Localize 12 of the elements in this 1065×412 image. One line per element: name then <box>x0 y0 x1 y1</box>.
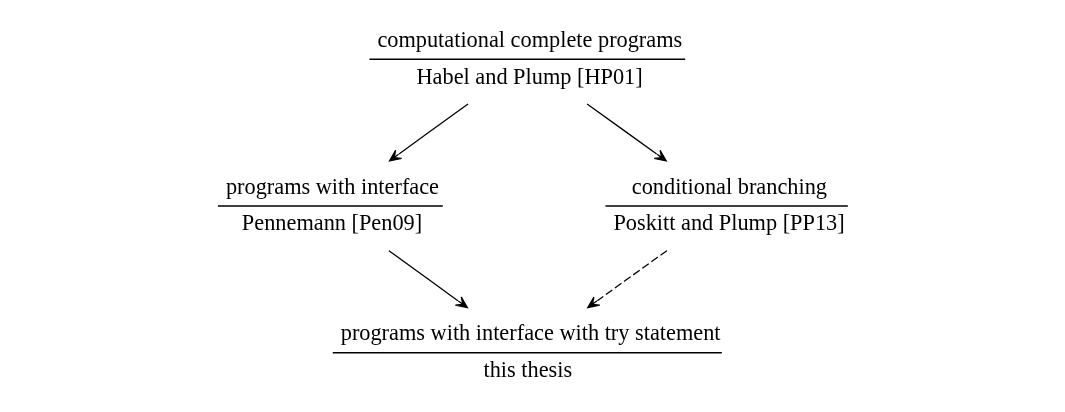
node-label: this thesis <box>483 356 573 382</box>
node-label: computational complete programs <box>377 26 683 52</box>
arrow <box>388 250 468 309</box>
arrow <box>586 103 667 162</box>
node-label: programs with interface with try statement <box>340 320 721 346</box>
arrow <box>388 103 469 162</box>
node-label: conditional branching <box>631 173 827 199</box>
node-label: Pennemann [Pen09] <box>241 210 423 236</box>
arrow <box>587 250 668 309</box>
node-label: Poskitt and Plump [PP13] <box>613 210 845 236</box>
node-label: Habel and Plump [HP01] <box>416 63 643 89</box>
node-label: programs with interface <box>225 173 440 199</box>
